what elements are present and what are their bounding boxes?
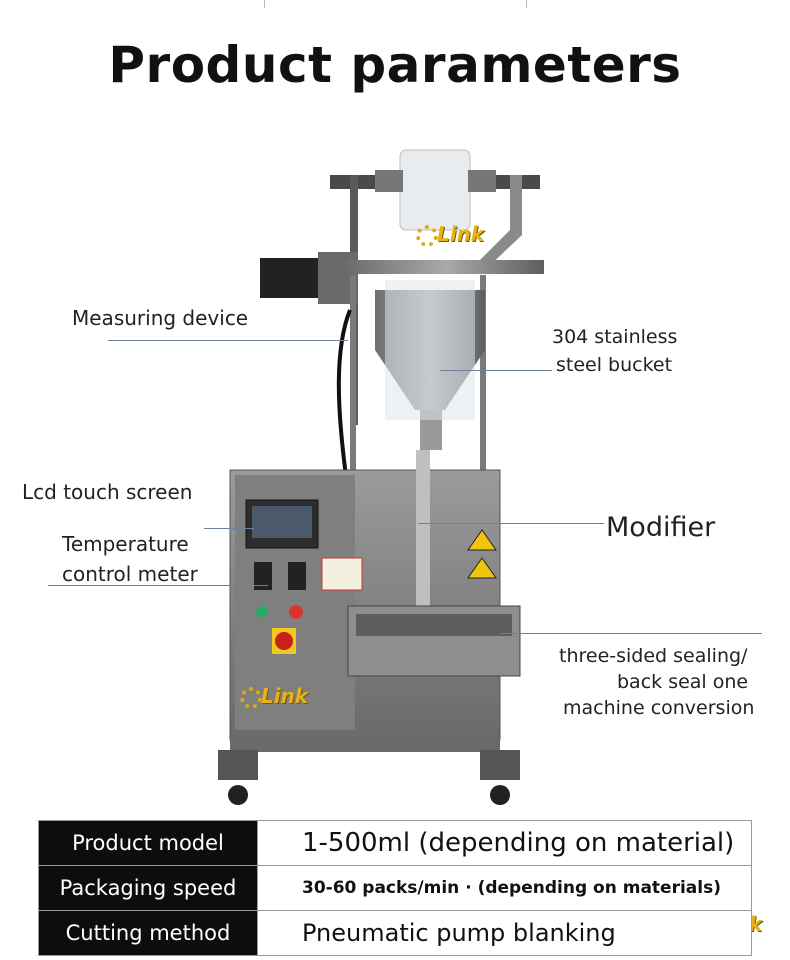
- top-divider: [526, 0, 527, 8]
- brand-watermark: Link: [416, 222, 484, 247]
- callout-stainless-bucket-line2: steel bucket: [556, 354, 673, 376]
- brand-watermark: Link: [240, 684, 308, 709]
- product-parameters-table: Product model 1-500ml (depending on mate…: [38, 820, 752, 956]
- param-value: 1-500ml (depending on material): [257, 820, 752, 866]
- param-value: Pneumatic pump blanking: [257, 910, 752, 956]
- callout-sealing-line2: back seal one: [617, 671, 749, 693]
- table-row: Product model 1-500ml (depending on mate…: [38, 820, 752, 866]
- callout-temperature-line2: control meter: [62, 562, 198, 586]
- callout-leader-line: [500, 633, 762, 634]
- callout-leader-line: [418, 523, 604, 524]
- callout-lcd-touch-screen: Lcd touch screen: [22, 480, 193, 504]
- param-label: Cutting method: [38, 910, 258, 956]
- callout-leader-line: [48, 585, 268, 586]
- callout-sealing-line1: three-sided sealing/: [559, 645, 748, 667]
- callout-leader-line: [108, 340, 348, 341]
- top-divider: [264, 0, 265, 8]
- callout-stainless-bucket-line1: 304 stainless: [552, 326, 678, 348]
- callout-temperature-line1: Temperature: [62, 532, 189, 556]
- param-label: Product model: [38, 820, 258, 866]
- gear-logo-icon: [416, 224, 438, 247]
- table-row: Cutting method Pneumatic pump blanking: [38, 910, 752, 956]
- callout-leader-line: [440, 370, 552, 371]
- gear-logo-icon: [240, 686, 262, 709]
- table-row: Packaging speed 30-60 packs/min · (depen…: [38, 865, 752, 911]
- callout-measuring-device: Measuring device: [72, 306, 249, 330]
- callout-modifier: Modifier: [606, 512, 716, 543]
- callout-leader-line: [204, 528, 254, 529]
- page-title: Product parameters: [108, 36, 682, 94]
- packaging-machine-illustration: [218, 149, 544, 805]
- callout-sealing-line3: machine conversion: [563, 697, 755, 719]
- param-label: Packaging speed: [38, 865, 258, 911]
- param-value: 30-60 packs/min · (depending on material…: [257, 865, 752, 911]
